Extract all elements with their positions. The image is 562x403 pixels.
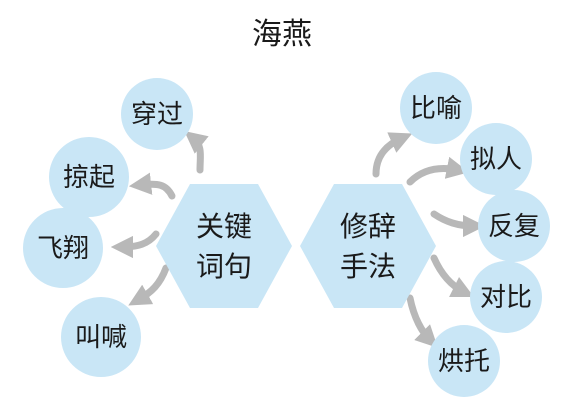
- arrow-to-hongtuo: [406, 294, 438, 348]
- hub-rhetoric-shape: [300, 184, 436, 308]
- node-lueqi-label: 掠起: [63, 163, 115, 193]
- hub-key-words-shape: [156, 184, 292, 308]
- arrow-to-fanfu: [430, 210, 486, 238]
- node-fanfu-label: 反复: [488, 212, 540, 242]
- node-niren: 拟人: [460, 123, 532, 195]
- node-niren-circle: [460, 123, 532, 195]
- node-chuanguo-circle: [121, 78, 193, 150]
- node-chuanguo-label: 穿过: [131, 100, 183, 130]
- arrow-to-niren: [406, 156, 469, 186]
- node-hongtuo: 烘托: [428, 325, 500, 397]
- node-biyu: 比喻: [400, 72, 472, 144]
- node-biyu-label: 比喻: [410, 94, 462, 124]
- hub-rhetoric-line1: 修辞: [340, 210, 396, 243]
- hub-key-words-line2: 词句: [196, 250, 252, 283]
- hub-rhetoric-line2: 手法: [340, 250, 396, 283]
- arrow-to-feixiang: [110, 230, 160, 259]
- node-chuanguo: 穿过: [121, 78, 193, 150]
- hub-key-words-line1: 关键: [196, 210, 252, 243]
- arrow-to-biyu: [372, 132, 413, 178]
- node-lueqi-circle: [49, 137, 129, 217]
- hub-key-words: 关键 词句: [156, 184, 292, 308]
- node-lueqi: 掠起: [49, 137, 129, 217]
- node-duibi: 对比: [470, 261, 542, 333]
- node-jiaohan: 叫喊: [61, 297, 141, 377]
- node-hongtuo-label: 烘托: [438, 347, 490, 377]
- node-duibi-circle: [470, 261, 542, 333]
- node-hongtuo-circle: [428, 325, 500, 397]
- node-fanfu-circle: [478, 190, 550, 262]
- arrow-to-lueqi: [128, 172, 176, 200]
- node-feixiang-label: 飞翔: [37, 234, 89, 264]
- diagram-title: 海燕: [252, 17, 312, 52]
- node-biyu-circle: [400, 72, 472, 144]
- node-duibi-label: 对比: [480, 283, 532, 313]
- node-jiaohan-circle: [61, 297, 141, 377]
- node-jiaohan-label: 叫喊: [75, 323, 127, 353]
- hub-rhetoric: 修辞 手法: [300, 184, 436, 308]
- arrow-to-jiaohan: [128, 264, 170, 306]
- arrow-to-duibi: [430, 254, 475, 298]
- node-feixiang-circle: [23, 208, 103, 288]
- node-fanfu: 反复: [478, 190, 550, 262]
- node-niren-label: 拟人: [470, 145, 522, 175]
- arrow-to-chuanguo: [184, 130, 209, 174]
- node-feixiang: 飞翔: [23, 208, 103, 288]
